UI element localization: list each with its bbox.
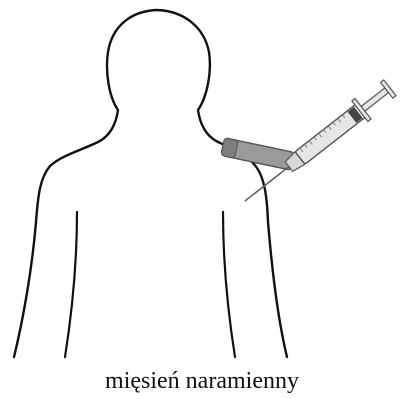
left-inner-arm-line	[65, 212, 77, 357]
syringe-icon	[221, 78, 398, 212]
body-silhouette-icon	[14, 10, 287, 357]
plunger-rod	[361, 88, 388, 111]
needle-cap	[221, 138, 295, 171]
muscle-label: mięsień naramienny	[0, 364, 404, 398]
injection-site-illustration	[0, 0, 404, 360]
right-inner-arm-line	[223, 212, 235, 357]
